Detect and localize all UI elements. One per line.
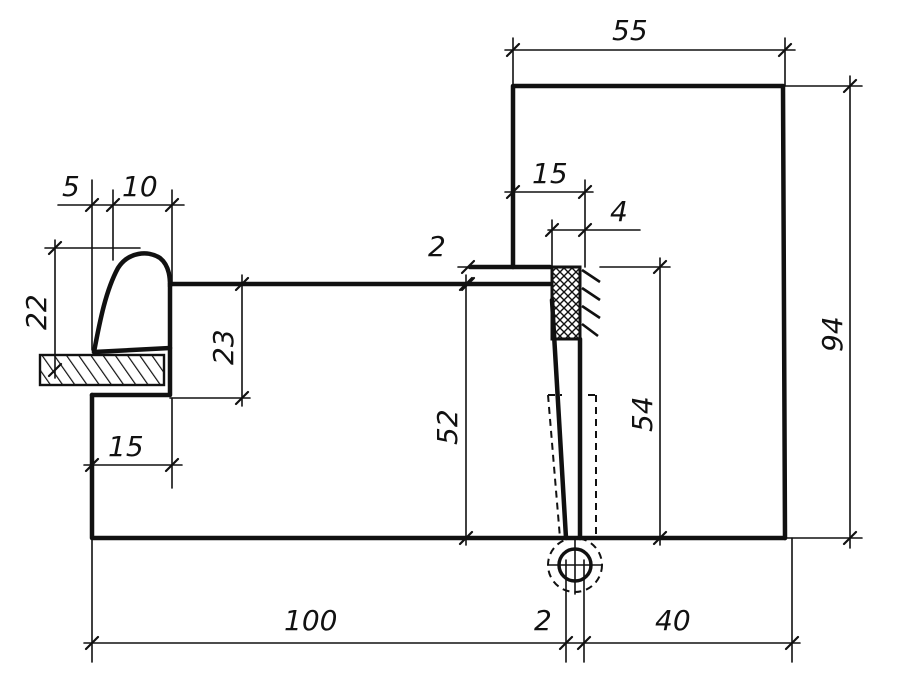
dim-5: 5	[62, 170, 80, 203]
left-profile	[38, 251, 173, 387]
dim-10: 10	[122, 170, 158, 203]
dimension-lines	[44, 37, 863, 663]
main-outline	[89, 83, 788, 541]
dim-15-top: 15	[532, 157, 568, 190]
dim-2-left: 2	[428, 230, 446, 263]
dim-52: 52	[431, 409, 464, 445]
dim-2-bottom: 2	[534, 604, 552, 637]
dim-94: 94	[816, 316, 849, 352]
dim-23: 23	[207, 329, 240, 365]
dim-55: 55	[612, 14, 648, 47]
dim-22: 22	[20, 294, 53, 330]
dim-40: 40	[655, 604, 691, 637]
hatched-insert	[38, 353, 166, 387]
dim-100: 100	[284, 604, 337, 637]
crosshatched-block	[550, 265, 582, 341]
dim-15-left: 15	[108, 430, 144, 463]
dim-4: 4	[610, 195, 628, 228]
dimension-labels: 55 15 4 2 5 10 22 23 15 52 54 94 100 2 4…	[20, 14, 849, 637]
inner-wall	[547, 265, 603, 595]
dim-54: 54	[626, 396, 659, 432]
